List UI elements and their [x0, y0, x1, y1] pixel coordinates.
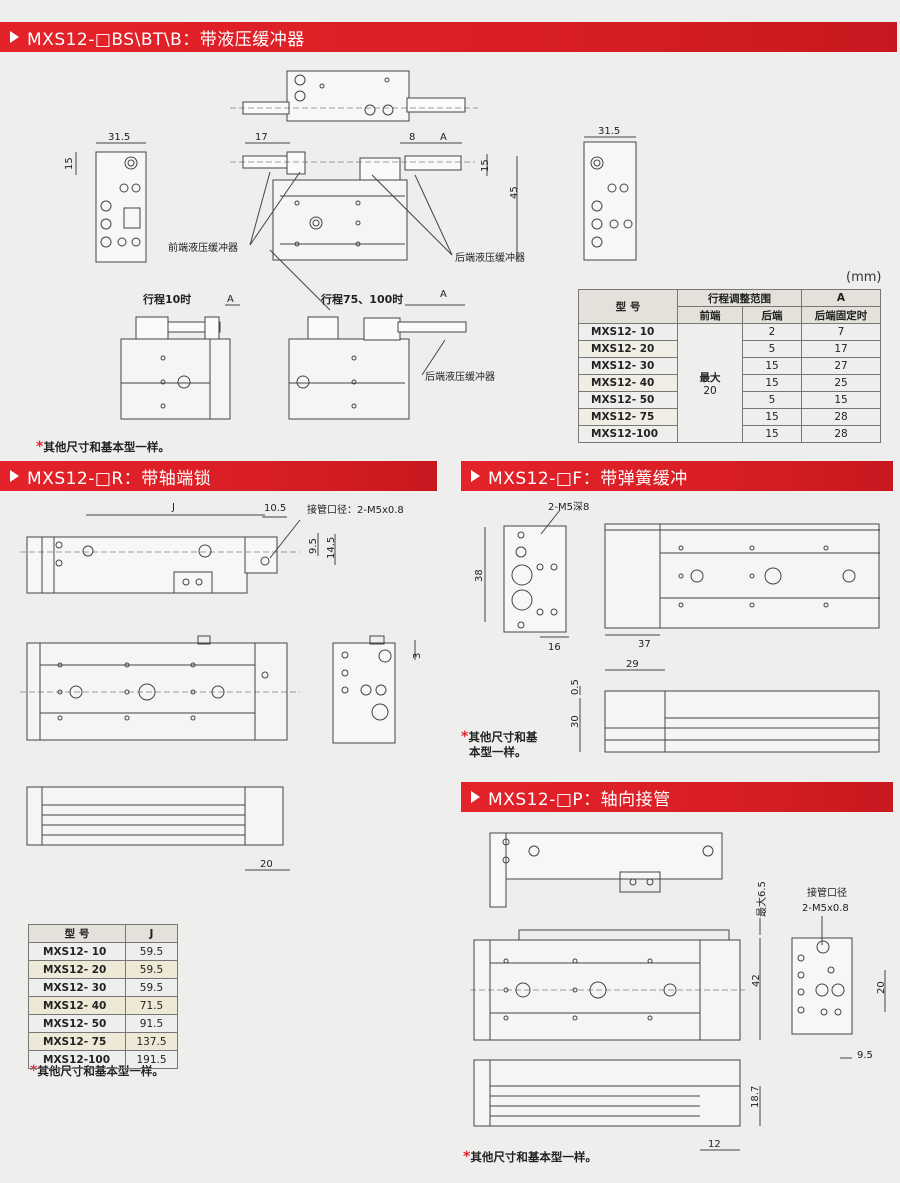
- col-rear: 后端: [742, 306, 802, 324]
- svg-text:10.5: 10.5: [264, 503, 286, 514]
- stroke-10-label: 行程10时: [142, 292, 191, 306]
- lock-top-view: J 10.5 9.5 14.5: [20, 502, 337, 594]
- front-buffer-label: 前端液压缓冲器: [168, 241, 238, 254]
- lock-side-view: 3: [332, 635, 423, 744]
- svg-text:31.5: 31.5: [108, 132, 130, 143]
- svg-text:20: 20: [260, 859, 273, 870]
- asterisk-icon: *: [463, 1149, 471, 1165]
- buffer-top-view: [230, 70, 478, 122]
- stroke-75-label: 行程75、100时: [320, 292, 403, 306]
- section-banner-lock: MXS12-□R：带轴端锁: [0, 461, 437, 491]
- section-title: MXS12-□R：带轴端锁: [27, 468, 212, 489]
- svg-text:3: 3: [412, 653, 423, 659]
- svg-text:30: 30: [570, 715, 581, 728]
- dim-42: 42: [751, 974, 762, 987]
- note-pipe: *其他尺寸和基本型一样。: [463, 1149, 597, 1165]
- svg-text:8: 8: [409, 132, 415, 143]
- arrow-right-icon: [10, 470, 19, 482]
- svg-text:17: 17: [255, 132, 268, 143]
- note-buffer: *其他尺寸和基本型一样。: [36, 439, 170, 455]
- buffer-front-view: 17 8 A 15 45: [230, 132, 520, 311]
- rear-buffer-label-2: 后端液压缓冲器: [425, 370, 495, 383]
- svg-text:15: 15: [480, 159, 491, 172]
- svg-text:0.5: 0.5: [570, 679, 581, 695]
- asterisk-icon: *: [30, 1063, 38, 1079]
- table-row: MXS12- 20 5 17: [578, 340, 881, 358]
- section-banner-pipe: MXS12-□P：轴向接管: [461, 782, 893, 812]
- svg-text:J: J: [171, 502, 175, 513]
- col-j: J: [125, 924, 178, 943]
- section-title: MXS12-□F：带弹簧缓冲: [488, 468, 688, 489]
- pipe-side-view: [791, 916, 886, 1059]
- section-title: MXS12-□P：轴向接管: [488, 789, 671, 810]
- svg-text:14.5: 14.5: [326, 537, 337, 559]
- pipe-port-label-2: 2-M5x0.8: [802, 903, 849, 914]
- arrow-right-icon: [471, 791, 480, 803]
- svg-text:9.5: 9.5: [308, 538, 319, 554]
- col-model: 型 号: [578, 289, 678, 324]
- dim-max-6.5: 最大6.5: [755, 881, 768, 917]
- note-spring: *其他尺寸和基 本型一样。: [461, 729, 538, 760]
- svg-text:A: A: [440, 132, 447, 143]
- asterisk-icon: *: [36, 439, 44, 455]
- svg-text:29: 29: [626, 659, 639, 670]
- dim-20: 20: [876, 981, 887, 994]
- spring-side-view: 38 16 2-M5深8: [474, 501, 589, 653]
- spring-front-view: 37 29: [604, 523, 880, 671]
- pipe-bottom-view: [473, 1059, 761, 1151]
- dim-9.5: 9.5: [857, 1050, 873, 1061]
- dim-a2: A: [440, 289, 447, 300]
- table-row: MXS12- 30 15 27: [578, 357, 881, 375]
- rear-buffer-label: 后端液压缓冲器: [455, 251, 525, 264]
- svg-text:38: 38: [474, 569, 485, 582]
- table-row: MXS12-100 15 28: [578, 425, 881, 443]
- svg-text:31.5: 31.5: [598, 126, 620, 137]
- stroke-views: [120, 304, 467, 420]
- pipe-port-label-1: 接管口径: [807, 886, 847, 899]
- dim-12: 12: [708, 1139, 721, 1150]
- asterisk-icon: *: [461, 729, 469, 745]
- table-row: MXS12- 50 5 15: [578, 391, 881, 409]
- lock-bottom-view: 20: [26, 786, 290, 871]
- col-model: 型 号: [28, 924, 126, 943]
- section-title: MXS12-□BS\BT\B：带液压缓冲器: [27, 29, 305, 50]
- col-a-sub: 后端固定时: [801, 306, 881, 324]
- section-banner-buffer: MXS12-□BS\BT\B：带液压缓冲器: [0, 22, 897, 52]
- unit-label: (mm): [846, 270, 882, 285]
- dim-a1: A: [227, 294, 234, 305]
- section-banner-spring: MXS12-□F：带弹簧缓冲: [461, 461, 893, 491]
- buffer-right-side-view: 31.5: [583, 126, 637, 261]
- svg-text:45: 45: [509, 186, 520, 199]
- pipe-front-view: [470, 918, 761, 1041]
- port-label: 接管口径：2-M5x0.8: [307, 503, 404, 516]
- col-front: 前端: [677, 306, 743, 324]
- pipe-top-view: [489, 832, 723, 908]
- col-a: A: [801, 289, 881, 307]
- svg-text:15: 15: [64, 157, 75, 170]
- arrow-right-icon: [10, 31, 19, 43]
- spring-bottom-view: 0.5 30: [570, 679, 880, 753]
- buffer-left-side-view: 31.5 15: [64, 132, 147, 263]
- svg-text:16: 16: [548, 642, 561, 653]
- table-row: MXS12- 40 15 25: [578, 374, 881, 392]
- dim-18.7: 18.7: [750, 1086, 761, 1108]
- lock-front-view: [20, 635, 300, 741]
- arrow-right-icon: [471, 470, 480, 482]
- svg-text:2-M5深8: 2-M5深8: [548, 501, 589, 513]
- svg-text:37: 37: [638, 639, 651, 650]
- col-range: 行程调整范围: [677, 289, 802, 307]
